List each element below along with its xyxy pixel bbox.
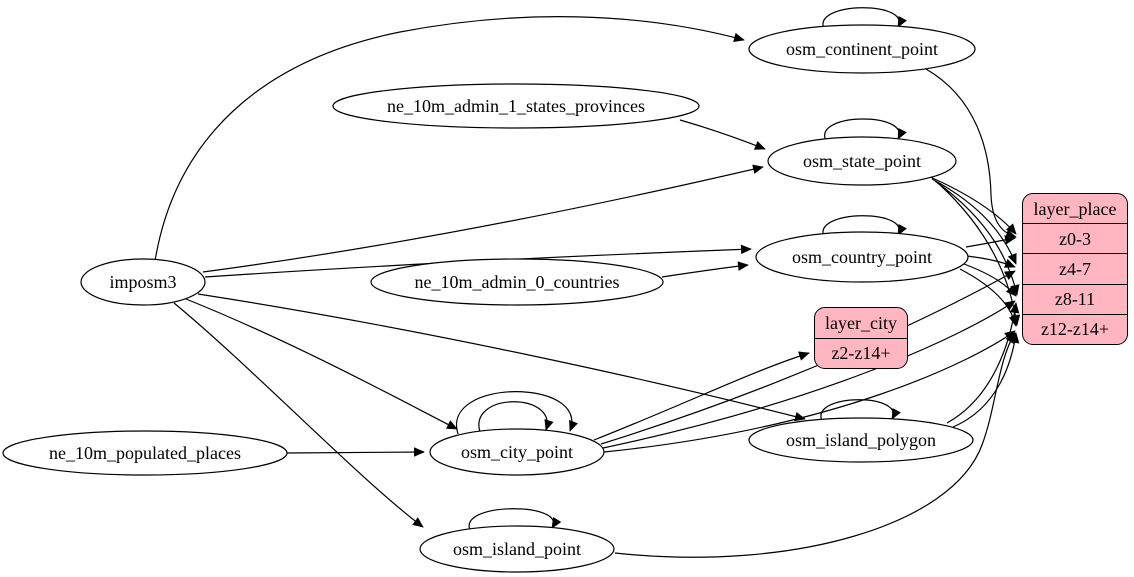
edge-selfloop-osm_continent_point bbox=[822, 7, 907, 30]
edge-imposm3-osm_continent_point bbox=[154, 16, 745, 262]
node-ellipse-osm_city_point bbox=[429, 428, 605, 476]
edge-imposm3-osm_island_point bbox=[173, 302, 424, 528]
edge-selfloop-osm_country_point bbox=[822, 215, 907, 238]
record-layer_place-row-z0-3: z0-3 bbox=[1023, 223, 1127, 253]
edge-osm_country_point-layer_place-z4-7 bbox=[966, 255, 1016, 268]
record-layer_place-title: layer_place bbox=[1033, 198, 1117, 219]
edge-osm_city_point-layer_place-z12-z14 bbox=[603, 330, 1016, 453]
node-ellipse-osm_country_point bbox=[755, 231, 969, 283]
edge-osm_city_point-layer_place-z4-7 bbox=[600, 270, 1016, 445]
record-layer_city-title: layer_city bbox=[825, 312, 897, 333]
node-ellipse-ne_10m_populated_places bbox=[2, 430, 288, 476]
edge-osm_state_point-layer_place-z4-7 bbox=[931, 178, 1017, 265]
edge-ne_10m_admin_0_countries-osm_country_point bbox=[661, 261, 749, 278]
edge-selfloop-inner-osm_city_point bbox=[478, 401, 554, 433]
edge-selfloop-osm_island_point bbox=[468, 508, 562, 531]
edge-osm_continent_point-layer_place-z0-3 bbox=[925, 68, 1017, 239]
edge-osm_country_point-layer_place-z0-3 bbox=[965, 235, 1016, 248]
edge-imposm3-osm_island_polygon bbox=[197, 293, 806, 422]
node-ellipse-osm_continent_point bbox=[748, 24, 976, 74]
record-layer_place-row-z8-11: z8-11 bbox=[1023, 283, 1127, 314]
record-layer_city: layer_city z2-z14+ bbox=[814, 307, 908, 369]
edge-imposm3-osm_state_point bbox=[202, 164, 764, 273]
node-ellipse-ne_10m_admin_0_countries bbox=[370, 258, 664, 306]
edge-osm_island_point-layer_place-z12-z14 bbox=[614, 332, 1016, 558]
edge-ne_10m_admin_1_states_provinces-osm_state_point bbox=[679, 119, 766, 150]
record-layer_place: layer_place z0-3 z4-7 z8-11 z12-z14+ bbox=[1022, 193, 1128, 345]
record-layer_place-row-z12-z14: z12-z14+ bbox=[1023, 313, 1127, 344]
edge-selfloop-outer-osm_city_point bbox=[455, 391, 578, 435]
node-ellipse-imposm3 bbox=[80, 258, 206, 306]
record-layer_place-row-z4-7: z4-7 bbox=[1023, 253, 1127, 283]
edge-osm_city_point-layer_city-z2-z14 bbox=[593, 351, 810, 441]
edge-osm_country_point-layer_place-z12-z14 bbox=[959, 268, 1019, 327]
edge-selfloop-osm_state_point bbox=[824, 118, 907, 142]
edge-osm_city_point-layer_place-z8-11 bbox=[602, 300, 1016, 449]
record-layer_city-row-z2-z14: z2-z14+ bbox=[815, 337, 907, 369]
edge-osm_island_polygon-layer_place-z8-11 bbox=[946, 302, 1020, 424]
node-ellipse-osm_state_point bbox=[767, 136, 957, 186]
edge-imposm3-osm_city_point bbox=[185, 298, 458, 430]
node-ellipse-ne_10m_admin_1_states_provinces bbox=[332, 83, 700, 129]
node-ellipse-osm_island_point bbox=[419, 525, 615, 573]
edge-osm_country_point-layer_place-z8-11 bbox=[963, 263, 1017, 297]
edge-ne_10m_populated_places-osm_city_point bbox=[286, 447, 425, 457]
edge-osm_state_point-layer_place-z0-3 bbox=[927, 175, 1017, 235]
node-ellipse-osm_island_polygon bbox=[748, 417, 974, 463]
